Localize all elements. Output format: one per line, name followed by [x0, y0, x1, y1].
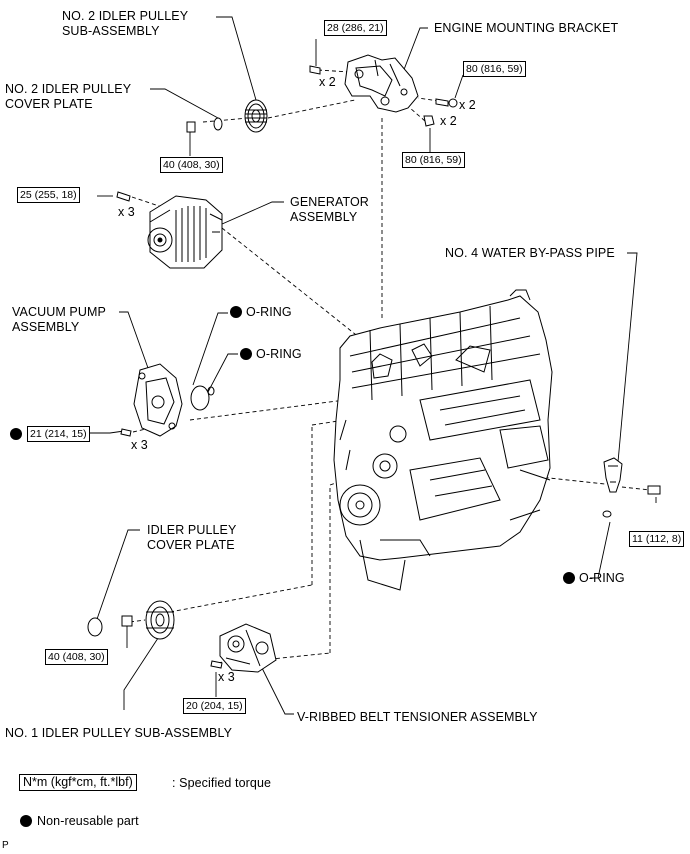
torque-idler-bolt: 40 (408, 30)	[45, 649, 108, 665]
label-no2-idler-pulley-line2: SUB-ASSEMBLY	[62, 24, 160, 38]
nonreusable-dot-o-ring-3	[563, 572, 575, 584]
nonreusable-dot-o-ring-2	[240, 348, 252, 360]
label-no1-idler-pulley: NO. 1 IDLER PULLEY SUB-ASSEMBLY	[5, 726, 233, 740]
engine-mounting-bracket-art	[344, 54, 419, 113]
label-o-ring-2: O-RING	[256, 347, 302, 361]
qty-vacuum-pump: x 3	[131, 438, 148, 452]
label-vacuum-pump-line1: VACUUM PUMP	[12, 305, 106, 319]
torque-vacuum-pump-bolt: 21 (214, 15)	[27, 426, 90, 442]
label-no2-idler-pulley-line1: NO. 2 IDLER PULLEY	[62, 9, 189, 23]
label-idler-cover-line1: IDLER PULLEY	[147, 523, 237, 537]
nonreusable-dot-vacuum-bolt	[10, 428, 22, 440]
torque-idler-cover-bolt: 40 (408, 30)	[160, 157, 223, 173]
label-generator-line2: ASSEMBLY	[290, 210, 358, 224]
generator-art	[116, 191, 223, 269]
legend-torque-unit-box: N*m (kgf*cm, ft.*lbf)	[19, 774, 137, 791]
footer-code: P	[2, 840, 9, 851]
label-o-ring-1: O-RING	[246, 305, 292, 319]
label-idler-cover-line2: COVER PLATE	[147, 538, 235, 552]
torque-bracket-top: 28 (286, 21)	[324, 20, 387, 36]
qty-bracket-right: x 2	[459, 98, 476, 112]
engine-block-art	[333, 289, 553, 591]
torque-water-pipe-bolt: 11 (112, 8)	[629, 531, 685, 547]
leader-lines	[90, 16, 657, 715]
legend-nonreusable-text: Non-reusable part	[37, 814, 139, 828]
label-o-ring-3: O-RING	[579, 571, 625, 585]
belt-tensioner-art	[210, 623, 277, 673]
torque-generator-bolt: 25 (255, 18)	[17, 187, 80, 203]
qty-tensioner: x 3	[218, 670, 235, 684]
label-engine-mounting-bracket: ENGINE MOUNTING BRACKET	[434, 21, 619, 35]
no2-idler-pulley-art	[186, 99, 268, 133]
torque-bracket-right: 80 (816, 59)	[463, 61, 526, 77]
label-no2-idler-cover-line1: NO. 2 IDLER PULLEY	[5, 82, 132, 96]
label-belt-tensioner: V-RIBBED BELT TENSIONER ASSEMBLY	[297, 710, 538, 724]
qty-bracket-bottom: x 2	[440, 114, 457, 128]
no1-idler-pulley-art	[87, 600, 175, 640]
label-generator-line1: GENERATOR	[290, 195, 369, 209]
water-bypass-pipe-art	[602, 457, 661, 518]
torque-bracket-bottom: 80 (816, 59)	[402, 152, 465, 168]
qty-bracket-top: x 2	[319, 75, 336, 89]
bracket-bolts-art	[309, 65, 458, 127]
label-no4-water-bypass-pipe: NO. 4 WATER BY-PASS PIPE	[445, 246, 615, 260]
label-no2-idler-cover-line2: COVER PLATE	[5, 97, 93, 111]
nonreusable-dot-o-ring-1	[230, 306, 242, 318]
legend-torque-text: : Specified torque	[172, 776, 272, 790]
torque-tensioner-bolt: 20 (204, 15)	[183, 698, 246, 714]
label-vacuum-pump-line2: ASSEMBLY	[12, 320, 80, 334]
qty-generator: x 3	[118, 205, 135, 219]
legend-nonreusable-dot	[20, 815, 32, 827]
vacuum-pump-art	[120, 363, 215, 437]
